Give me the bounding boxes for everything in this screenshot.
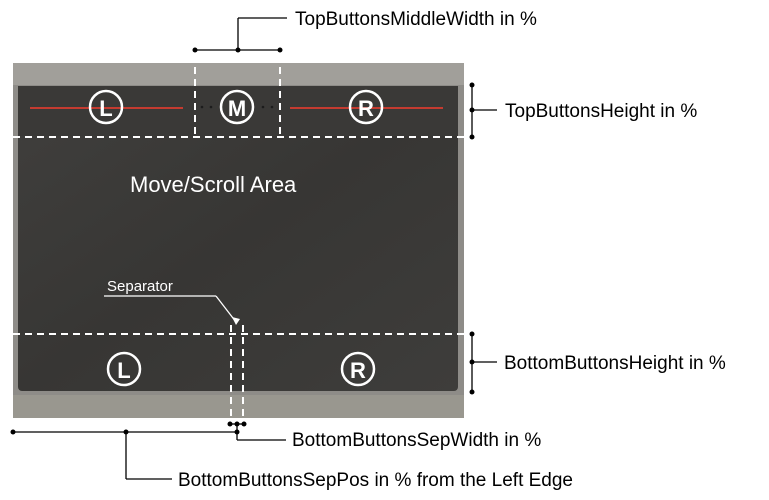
top-left-button-label: L [99,96,112,121]
bottom-left-button-circle [106,351,142,387]
top-right-button-label: R [358,96,374,121]
bottom-left-button-label: L [117,358,130,383]
top-middle-button[interactable]: M [219,89,255,125]
bottom-buttons-sep-width-label: BottomButtonsSepWidth in % [292,430,541,451]
top-buttons-height-label: TopButtonsHeight in % [505,101,697,122]
bottom-right-button-circle [340,351,376,387]
touchpad-bottom-bevel [13,395,464,418]
touchpad-surface [18,86,458,391]
separator-label: Separator [107,278,173,295]
separator-arrowhead [232,317,240,325]
top-left-button[interactable]: L [88,89,124,125]
bottom-right-button-label: R [350,358,366,383]
top-middle-button-circle [219,89,255,125]
top-right-button-circle [348,89,384,125]
move-scroll-area-label: Move/Scroll Area [130,172,297,197]
top-right-button[interactable]: R [348,89,384,125]
dimension-dots [10,47,475,435]
bottom-right-button[interactable]: R [340,351,376,387]
top-buttons-middle-width-label: TopButtonsMiddleWidth in % [295,9,537,30]
bottom-buttons-height-label: BottomButtonsHeight in % [504,353,726,374]
bottom-left-button[interactable]: L [106,351,142,387]
zone-guides [13,55,464,422]
middle-dots [200,105,274,109]
bottom-buttons-sep-pos-label: BottomButtonsSepPos in % from the Left E… [178,470,573,491]
touchpad-top-bevel [13,63,464,85]
top-middle-button-label: M [228,96,246,121]
top-left-button-circle [88,89,124,125]
